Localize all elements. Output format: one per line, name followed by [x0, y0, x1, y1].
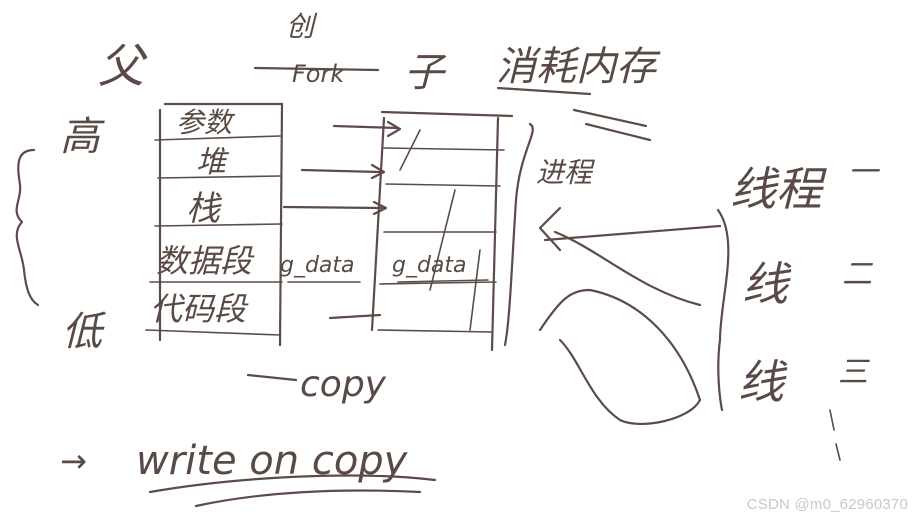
label-low: 低: [62, 309, 107, 355]
left-brace: [15, 148, 40, 307]
label-fork-top: 创: [286, 10, 318, 43]
watermark: CSDN @m0_62960370: [746, 496, 908, 513]
label-virtual-memory: 消耗内存: [496, 44, 661, 90]
segment-data: 数据段: [156, 242, 255, 280]
label-write-on-copy: write on copy: [136, 438, 409, 484]
label-fork: Fork: [292, 60, 345, 88]
segment-params: 参数: [176, 106, 236, 139]
parent-memory-box: [145, 102, 284, 347]
label-thread-mark-1: 一: [848, 155, 881, 190]
label-child: 子: [404, 50, 447, 96]
g-data-child: g_data: [392, 253, 467, 278]
label-thread-mark-2: 二: [842, 257, 874, 292]
g-data-parent: g_data: [280, 253, 355, 278]
child-bracket: [503, 122, 534, 347]
handwritten-labels: 父 创 Fork 子 消耗内存 高 低 参数 堆 栈 数据段 代码段 g_dat…: [60, 10, 881, 484]
child-memory-box: [370, 110, 514, 352]
label-high: 高: [60, 114, 105, 160]
process-thread-links: [538, 206, 730, 425]
label-thread-mark-3: 三: [838, 355, 870, 390]
label-arrow: →: [60, 442, 87, 480]
underlines: [148, 66, 841, 508]
ink-strokes: [15, 66, 841, 508]
segment-heap: 堆: [196, 145, 230, 180]
label-thread-a: 线程: [730, 162, 827, 216]
label-thread-c: 线: [738, 355, 788, 409]
label-process: 进程: [536, 156, 595, 189]
segment-stack: 栈: [186, 189, 222, 229]
label-thread-b: 线: [742, 257, 792, 311]
mapping-arrows: [282, 120, 402, 320]
label-copy: copy: [300, 364, 387, 405]
label-parent: 父: [98, 39, 148, 93]
segment-code: 代码段: [150, 290, 249, 328]
